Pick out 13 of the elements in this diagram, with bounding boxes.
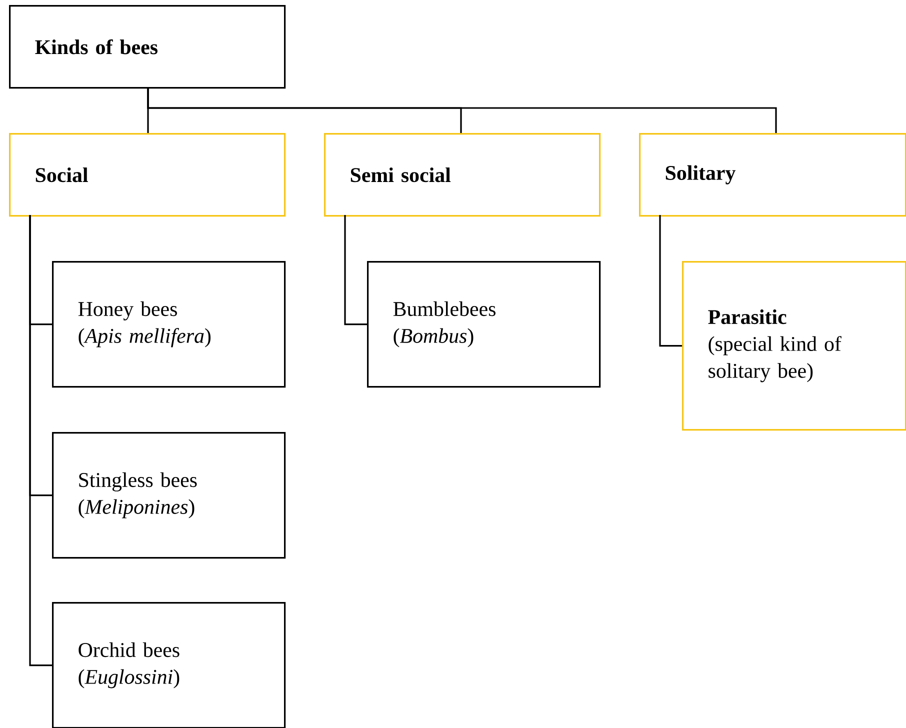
connector-line (659, 215, 682, 347)
connector-line (344, 215, 367, 326)
category-box: Social (9, 133, 286, 217)
connector-line (29, 215, 52, 666)
category-box: Solitary (639, 133, 906, 217)
species-box: Stingless bees (Meliponines) (52, 432, 286, 559)
species-box: Honey bees (Apis mellifera) (52, 261, 286, 388)
species-box: Parasitic (special kind of solitary bee) (682, 261, 906, 431)
category-box: Kinds of bees (9, 5, 286, 89)
connector-line (147, 87, 777, 133)
species-box: Bumblebees (Bombus) (367, 261, 601, 388)
category-box: Semi social (324, 133, 601, 217)
species-box: Orchid bees (Euglossini) (52, 602, 286, 728)
